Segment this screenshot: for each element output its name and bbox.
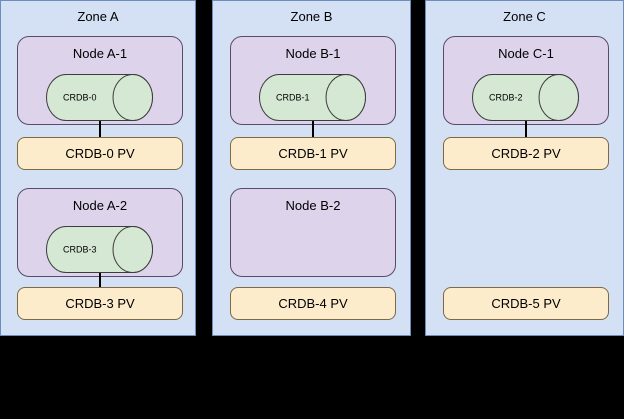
persistent-volume-label: CRDB-1 PV: [278, 145, 348, 161]
database-cylinder-crdb-0: CRDB-0: [46, 74, 153, 121]
persistent-volume-crdb-2-pv[interactable]: CRDB-2 PV: [443, 137, 609, 170]
persistent-volume-crdb-1-pv[interactable]: CRDB-1 PV: [230, 137, 396, 170]
database-label: CRDB-0: [63, 92, 97, 102]
connector-line-crdb-2-pv: [525, 121, 527, 137]
persistent-volume-label: CRDB-5 PV: [491, 295, 561, 311]
connector-line-crdb-0-pv: [99, 121, 101, 137]
node-label: Node B-2: [285, 198, 341, 213]
persistent-volume-crdb-3-pv[interactable]: CRDB-3 PV: [17, 287, 183, 320]
zone-label: Zone A: [77, 9, 119, 24]
persistent-volume-label: CRDB-4 PV: [278, 295, 348, 311]
persistent-volume-label: CRDB-3 PV: [65, 295, 135, 311]
database-label: CRDB-2: [489, 92, 523, 102]
persistent-volume-crdb-4-pv[interactable]: CRDB-4 PV: [230, 287, 396, 320]
database-cylinder-crdb-2: CRDB-2: [472, 74, 579, 121]
persistent-volume-crdb-0-pv[interactable]: CRDB-0 PV: [17, 137, 183, 170]
connector-line-crdb-1-pv: [312, 121, 314, 137]
database-cylinder-crdb-1: CRDB-1: [259, 74, 366, 121]
zone-label: Zone B: [290, 9, 333, 24]
connector-line-crdb-3-pv: [99, 273, 101, 287]
database-cylinder-crdb-3: CRDB-3: [46, 226, 153, 273]
node-label: Node A-1: [72, 46, 128, 61]
node-label: Node B-1: [285, 46, 341, 61]
node-label: Node C-1: [498, 46, 554, 61]
zone-label: Zone C: [503, 9, 546, 24]
database-label: CRDB-1: [276, 92, 310, 102]
persistent-volume-crdb-5-pv[interactable]: CRDB-5 PV: [443, 287, 609, 320]
persistent-volume-label: CRDB-2 PV: [491, 145, 561, 161]
database-label: CRDB-3: [63, 244, 97, 254]
node-node-b-2[interactable]: Node B-2: [230, 188, 396, 277]
node-label: Node A-2: [72, 198, 128, 213]
persistent-volume-label: CRDB-0 PV: [65, 145, 135, 161]
